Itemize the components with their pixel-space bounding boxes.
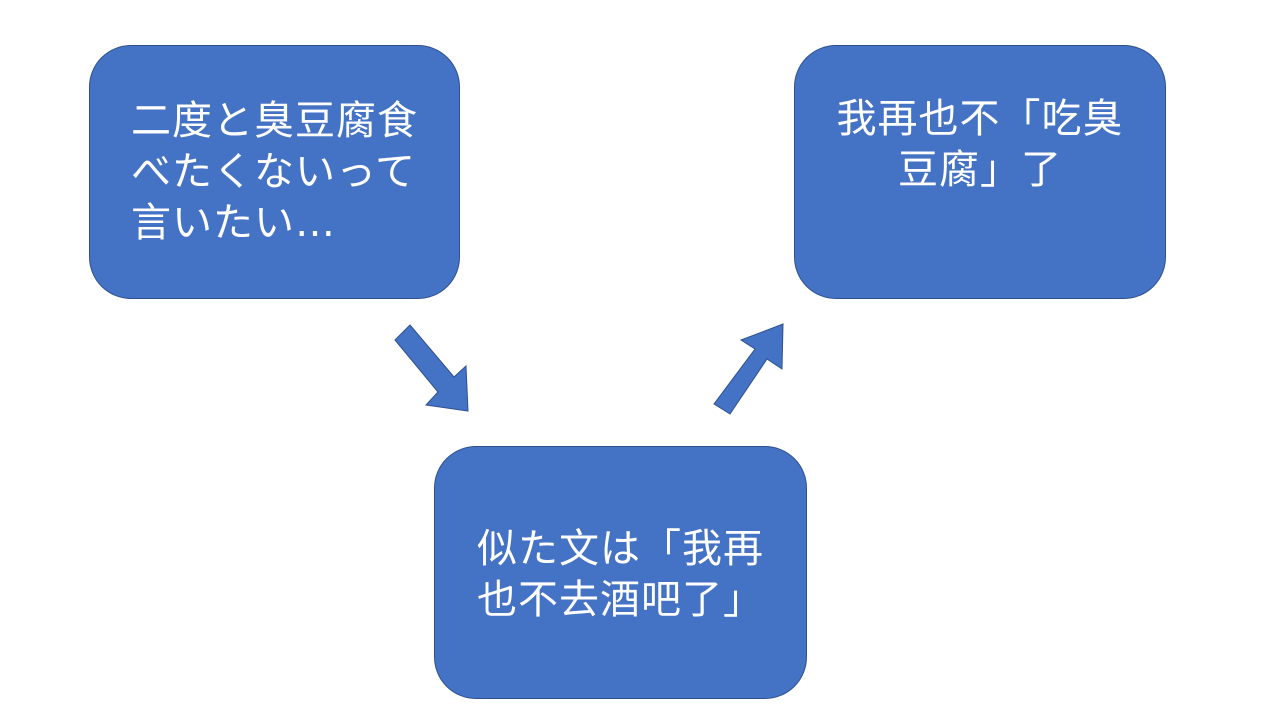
text-line: 似た文は「我再: [477, 525, 764, 572]
box-answer-chinese: 我再也不「吃臭 豆腐」了: [794, 45, 1166, 299]
arrow-down-right-icon: [394, 324, 469, 412]
box-similar-sentence: 似た文は「我再 也不去酒吧了」: [434, 446, 807, 699]
text-line: 豆腐」了: [898, 147, 1062, 193]
box-answer-chinese-text: 我再也不「吃臭 豆腐」了: [837, 94, 1124, 250]
text-line: 言いたい…: [131, 199, 336, 246]
box-wish-japanese-text: 二度と臭豆腐食 べたくないって 言いたい…: [131, 96, 418, 249]
text-line: 我再也不「吃臭: [836, 96, 1124, 142]
text-line: 也不去酒吧了」: [477, 576, 764, 623]
text-line: べたくないって: [131, 148, 416, 195]
text-line: 二度と臭豆腐食: [131, 97, 418, 144]
box-similar-sentence-text: 似た文は「我再 也不去酒吧了」: [477, 520, 764, 626]
box-wish-japanese: 二度と臭豆腐食 べたくないって 言いたい…: [89, 45, 460, 299]
arrow-up-right-icon: [713, 323, 784, 415]
